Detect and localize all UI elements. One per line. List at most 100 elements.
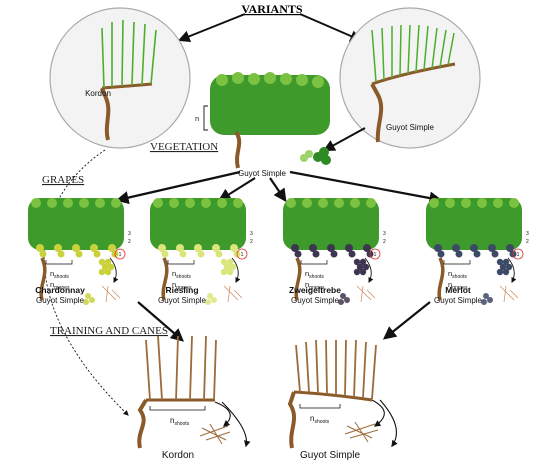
trunk-icon [370,83,384,143]
small-cluster-icon [205,293,217,305]
arrow-detail [231,257,241,283]
svg-text:3: 3 [383,231,386,237]
tick-1: 1 [119,252,122,258]
trunk-icon [137,398,148,449]
bracket-shoots [299,404,341,409]
stem-icon [356,285,376,303]
svg-text:2: 2 [526,239,529,245]
arrows-to-varieties [115,170,443,205]
variant-label-right: Guyot Simple [386,123,435,132]
canes-icon [295,339,377,400]
bracket-shoots [149,406,206,411]
pruned-canes-icon [344,421,379,443]
trunk-icon [39,257,47,301]
section-grapes: GRAPES [42,174,84,186]
shoot-ticks: 32 [383,231,386,245]
arrow-detail [109,257,119,283]
grape-detail-icon [220,258,237,276]
bracket-counts [300,260,328,265]
variety-name: Merlot [445,285,471,295]
grape-detail-icon [98,258,115,276]
variant-label-left: Kordon [85,89,111,98]
shoots-icon [371,24,455,83]
diagram-title: VARIANTS [241,2,302,16]
foliage-icon [426,198,522,250]
arrow-prune-2 [221,401,251,448]
foliage-highlights [153,198,243,208]
foliage-highlights [286,198,376,208]
highlight-circle [512,248,524,260]
variety-training: Guyot Simple [158,296,207,305]
shoot-ticks: 32 [526,231,529,245]
variety-name: Chardonnay [35,285,85,295]
center-vine: n Guyot Simple [195,72,331,178]
arrow-detail [507,257,517,283]
trunk-icon [234,130,242,169]
n-grapes-label: ngrapes [50,280,70,291]
bracket-counts [167,260,195,265]
arrow-to-kordon-training [137,301,184,342]
shoots-icon [101,19,157,89]
variant-circle-right [339,7,481,149]
n-shoots-label: nshoots [170,416,190,427]
small-cluster-icon [83,293,95,305]
leaf-icon [300,147,331,165]
shoot-ticks: 32 [250,231,253,245]
n-shoots-label: nshoots [50,269,69,280]
arrow-guyot-to-center [322,127,366,152]
n-shoots-label: nshoots [448,269,467,280]
variant-guyot: Guyot Simple [339,7,481,149]
foliage-highlights [216,72,324,88]
tick-1: 1 [241,252,244,258]
grape-cluster-icon [158,244,241,258]
svg-text:2: 2 [128,239,131,245]
variant-circle-left [49,7,191,149]
training-label-guyot: Guyot Simple [300,450,360,461]
grape-detail-icon [496,258,513,276]
n-grapes-label: ngrapes [305,280,325,291]
training-label-kordon: Kordon [162,450,194,461]
shoot-ticks: 32 [128,231,131,245]
n-shoots-label: nshoots [310,414,330,425]
foliage-icon [210,75,330,135]
variety-name: Riesling [165,285,198,295]
foliage-icon [283,198,379,250]
grape-detail-icon [353,258,370,276]
n-label: n [195,116,199,123]
stem-icon [101,285,121,303]
cane-icon [371,62,456,86]
stem-icon [223,285,243,303]
trunk-icon [287,391,296,449]
bracket-counts [45,260,73,265]
grape-cluster-icon [291,244,374,258]
variety-training: Guyot Simple [36,296,85,305]
cane-icon [293,390,373,402]
trunk-icon [294,257,302,301]
svg-text:3: 3 [128,231,131,237]
arrow-title-to-kordon [177,13,246,43]
training-guyot: nshoots Guyot Simple [287,339,398,461]
foliage-highlights [429,198,519,208]
trunk-icon [100,87,111,141]
n-grapes-label: ngrapes [448,280,468,291]
pruned-canes-icon [199,423,231,445]
arrow-prune [371,399,385,427]
stem-icon [499,285,519,303]
trunk-icon [161,257,169,301]
bracket-counts [443,260,471,265]
bracket-n [203,105,208,131]
tick-1: 1 [517,252,520,258]
n-grapes-label: ngrapes [172,280,192,291]
variety-training: Guyot Simple [434,296,483,305]
foliage-icon [28,198,124,250]
highlight-circle [369,248,381,260]
canes-icon [145,335,217,401]
dashed-link-kordon [43,149,129,416]
svg-text:3: 3 [250,231,253,237]
